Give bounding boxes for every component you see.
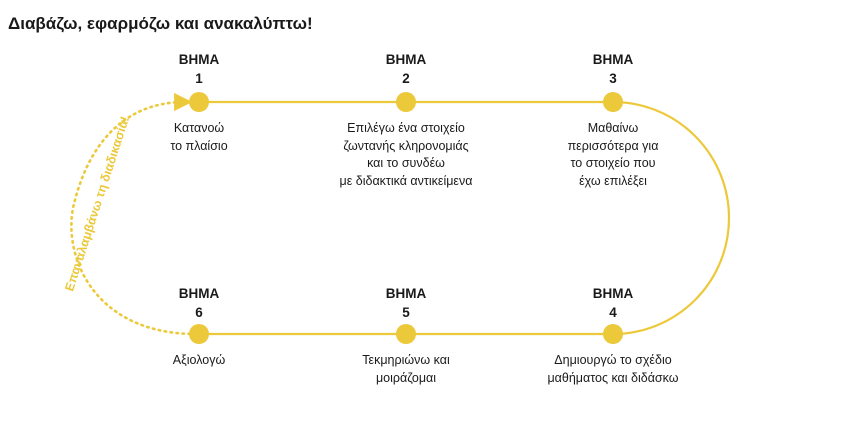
- step-4-node: [603, 324, 623, 344]
- step-3-word: ΒΗΜΑ: [592, 52, 634, 67]
- step-2-word: ΒΗΜΑ: [385, 52, 427, 67]
- step-2-line: και το συνδέω: [367, 156, 445, 170]
- step-6-number: 6: [195, 305, 203, 320]
- step-3-description: Μαθαίνω περισσότερα για το στοιχείο που …: [508, 120, 718, 190]
- step-2-number: 2: [402, 71, 410, 86]
- step-4-number: 4: [609, 305, 617, 320]
- step-4-line: μαθήματος και διδάσκω: [547, 370, 679, 385]
- step-1-line: Κατανοώ: [173, 121, 225, 135]
- step-1-word: ΒΗΜΑ: [178, 52, 220, 67]
- step-5-heading: ΒΗΜΑ 5: [346, 284, 466, 322]
- step-2-heading: ΒΗΜΑ 2: [346, 50, 466, 88]
- process-track: [199, 100, 731, 336]
- step-5-line: Τεκμηριώνω και: [362, 353, 450, 367]
- step-6-heading: ΒΗΜΑ 6: [139, 284, 259, 322]
- step-5-description: Τεκμηριώνω και μοιράζομαι: [301, 352, 511, 387]
- step-2-line: Επιλέγω ένα στοιχείο: [347, 121, 465, 135]
- step-4-word: ΒΗΜΑ: [592, 286, 634, 301]
- step-4-description: Δημιουργώ το σχέδιο μαθήματος και διδάσκ…: [508, 352, 718, 387]
- step-3-number: 3: [609, 71, 617, 86]
- step-6-word: ΒΗΜΑ: [178, 286, 220, 301]
- step-1-number: 1: [195, 71, 203, 86]
- step-3-line: το στοιχείο που: [570, 156, 656, 170]
- step-5-line: μοιράζομαι: [375, 370, 437, 385]
- step-4-heading: ΒΗΜΑ 4: [553, 284, 673, 322]
- step-1-line: το πλαίσιο: [170, 138, 228, 153]
- step-5-word: ΒΗΜΑ: [385, 286, 427, 301]
- step-6-line: Αξιολογώ: [172, 353, 226, 367]
- step-4-line: Δημιουργώ το σχέδιο: [554, 353, 672, 367]
- step-3-line: περισσότερα για: [567, 138, 659, 153]
- step-2-line: με διδακτικά αντικείμενα: [339, 173, 473, 188]
- step-6-description: Αξιολογώ: [94, 352, 304, 370]
- page-title: Διαβάζω, εφαρμόζω και ανακαλύπτω!: [8, 14, 313, 33]
- repeat-loop-dotted-arrow: [70, 92, 198, 336]
- step-3-line: Μαθαίνω: [587, 121, 639, 135]
- step-3-node: [603, 92, 623, 112]
- step-2-line: ζωντανής κληρονομιάς: [343, 138, 469, 153]
- step-1-heading: ΒΗΜΑ 1: [139, 50, 259, 88]
- step-3-line: έχω επιλέξει: [579, 173, 647, 188]
- step-5-number: 5: [402, 305, 410, 320]
- step-5-node: [396, 324, 416, 344]
- step-1-description: Κατανοώ το πλαίσιο: [94, 120, 304, 155]
- step-6-node: [189, 324, 209, 344]
- step-2-description: Επιλέγω ένα στοιχείο ζωντανής κληρονομιά…: [301, 120, 511, 190]
- step-3-heading: ΒΗΜΑ 3: [553, 50, 673, 88]
- step-1-node: [189, 92, 209, 112]
- step-2-node: [396, 92, 416, 112]
